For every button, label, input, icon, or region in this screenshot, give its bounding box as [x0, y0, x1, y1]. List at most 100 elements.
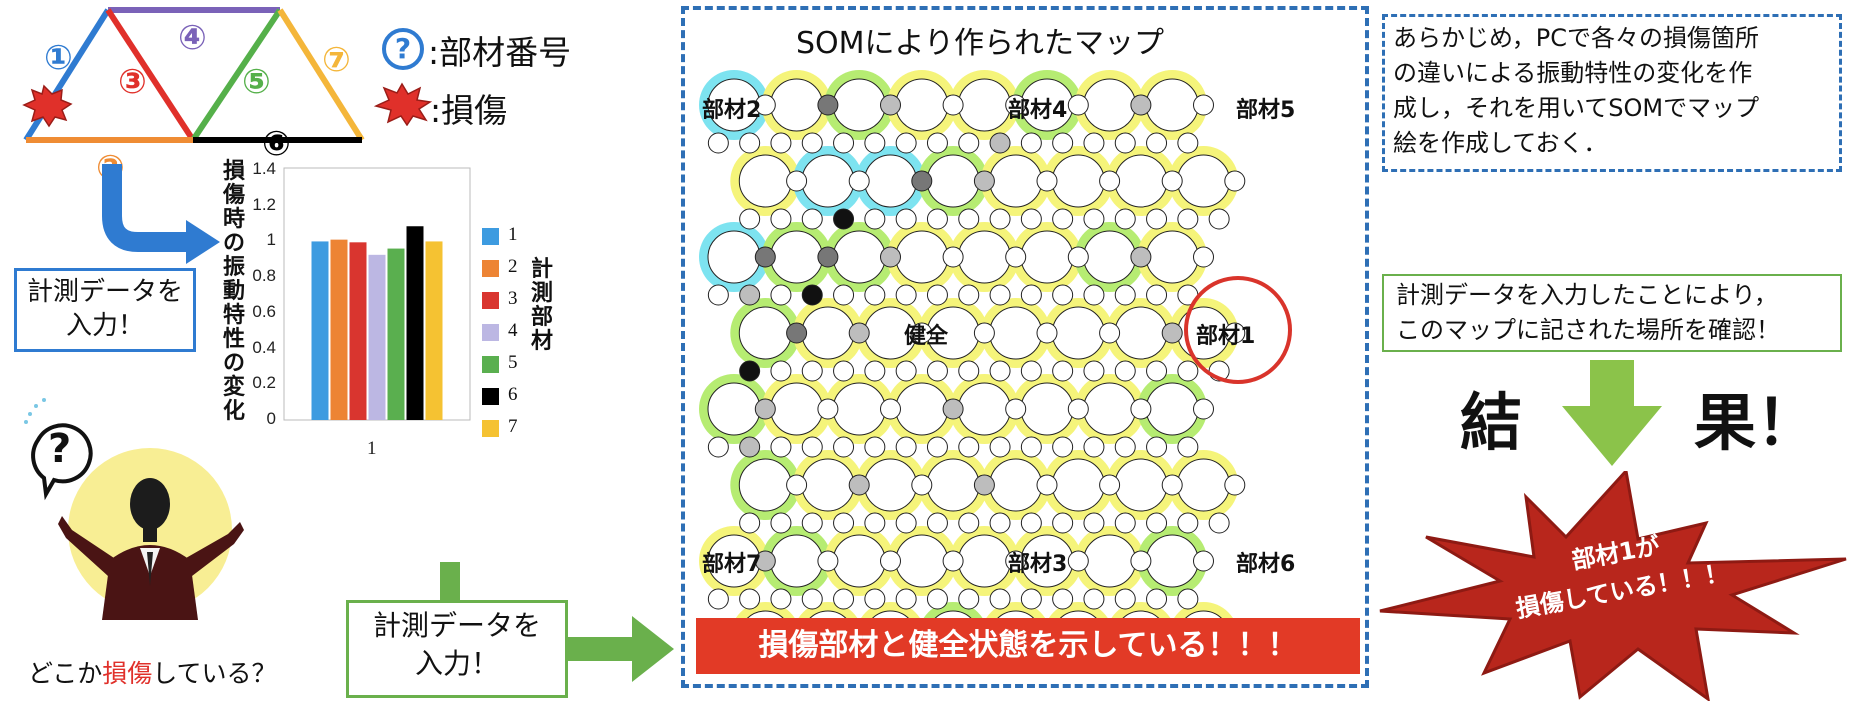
- ytick-label: 0.4: [252, 337, 276, 357]
- bar-member-5: [387, 248, 405, 420]
- som-link-node: [911, 322, 933, 344]
- note-line1: あらかじめ，PCで各々の損傷箇所: [1393, 24, 1760, 52]
- som-link-node: [1020, 512, 1042, 534]
- som-link-node: [739, 284, 761, 306]
- som-link-node: [1083, 132, 1105, 154]
- som-link-node: [989, 284, 1011, 306]
- som-node: [926, 458, 980, 512]
- som-node: [1083, 534, 1137, 588]
- som-link-node: [1146, 360, 1168, 382]
- som-link-node: [754, 550, 776, 572]
- som-node: [770, 230, 824, 284]
- person-caption-prefix: どこか: [28, 659, 103, 688]
- som-link-node: [801, 284, 823, 306]
- som-link-node: [958, 588, 980, 610]
- som-map-frame: [681, 6, 1369, 688]
- som-link-node: [833, 436, 855, 458]
- som-link-node: [1067, 550, 1089, 572]
- truss-diagram: [22, 7, 365, 143]
- som-link-node: [958, 436, 980, 458]
- som-link-node: [1020, 284, 1042, 306]
- som-link-node: [864, 512, 886, 534]
- input-data-box-bottom-line2: 入力！: [414, 647, 499, 680]
- result-burst-shape: [1379, 471, 1847, 701]
- som-link-node: [739, 208, 761, 230]
- som-link-node: [989, 588, 1011, 610]
- ytick-label: 1.2: [252, 194, 276, 214]
- result-label-right: 果！: [1694, 386, 1819, 459]
- member-number-7: ⑦: [322, 40, 351, 80]
- som-link-node: [1114, 436, 1136, 458]
- damage-legend-icon: [373, 82, 432, 126]
- legend-swatch-6: [482, 388, 499, 405]
- som-node: [832, 230, 886, 284]
- som-link-node: [1177, 588, 1199, 610]
- bar-member-2: [330, 239, 348, 420]
- som-node: [738, 306, 792, 360]
- som-link-node: [1130, 550, 1152, 572]
- som-link-node: [895, 284, 917, 306]
- legend-swatch-7: [482, 420, 499, 437]
- som-link-node: [754, 398, 776, 420]
- som-label-member2: 部材2: [702, 98, 762, 123]
- som-link-node: [1005, 94, 1027, 116]
- som-label-member4: 部材4: [1008, 98, 1068, 123]
- som-node: [1051, 458, 1105, 512]
- som-link-node: [942, 94, 964, 116]
- som-node: [989, 306, 1043, 360]
- som-link-node: [1083, 436, 1105, 458]
- legend-swatch-2: [482, 260, 499, 277]
- note-line2: の違いによる振動特性の変化を作: [1393, 59, 1753, 87]
- som-node: [895, 382, 949, 436]
- som-link-node: [848, 170, 870, 192]
- som-link-node: [1036, 322, 1058, 344]
- som-node: [707, 382, 761, 436]
- som-link-node: [958, 284, 980, 306]
- som-link-node: [1083, 208, 1105, 230]
- confirm-box: 計測データを入力したことにより， このマップに記された場所を確認！: [1382, 274, 1842, 352]
- som-link-node: [1005, 550, 1027, 572]
- speech-question-mark: ?: [48, 426, 72, 472]
- som-link-node: [833, 208, 855, 230]
- legend-label-2: 2: [508, 256, 518, 277]
- som-node: [989, 154, 1043, 208]
- som-link-node: [801, 588, 823, 610]
- som-link-node: [880, 246, 901, 268]
- som-link-node: [1083, 360, 1105, 382]
- green-arrow-stem: [440, 562, 460, 602]
- som-node: [1020, 382, 1074, 436]
- ytick-label: 0.2: [252, 373, 276, 393]
- som-link-node: [1052, 284, 1074, 306]
- som-node: [1020, 230, 1074, 284]
- som-link-node: [848, 474, 870, 496]
- input-data-box: 計測データを 入力！: [14, 268, 196, 352]
- som-link-node: [1052, 132, 1074, 154]
- som-label-member7: 部材7: [702, 552, 762, 577]
- som-node: [1145, 382, 1199, 436]
- som-link-node: [833, 132, 855, 154]
- som-node: [1177, 458, 1230, 512]
- som-link-node: [926, 284, 948, 306]
- som-node: [832, 382, 886, 436]
- som-link-node: [754, 94, 776, 116]
- bar-member-1: [311, 241, 329, 420]
- som-link-node: [895, 588, 917, 610]
- som-link-node: [1067, 246, 1089, 268]
- som-link-node: [770, 132, 792, 154]
- som-link-node: [817, 94, 839, 116]
- legend-label-5: 5: [508, 352, 518, 373]
- som-link-node: [1099, 170, 1121, 192]
- input-data-box-bottom-line1: 計測データを: [372, 609, 541, 642]
- som-link-node: [864, 208, 886, 230]
- green-down-arrow: [1562, 360, 1662, 466]
- result-label-left: 結: [1460, 386, 1523, 459]
- som-link-node: [1146, 132, 1168, 154]
- som-link-node: [1067, 398, 1089, 420]
- som-link-node: [1005, 398, 1027, 420]
- som-link-node: [1161, 474, 1183, 496]
- som-node: [707, 230, 761, 284]
- som-link-node: [1177, 512, 1199, 534]
- som-link-node: [958, 512, 980, 534]
- som-link-node: [1193, 398, 1214, 420]
- note-line4: 絵を作成しておく．: [1393, 129, 1608, 157]
